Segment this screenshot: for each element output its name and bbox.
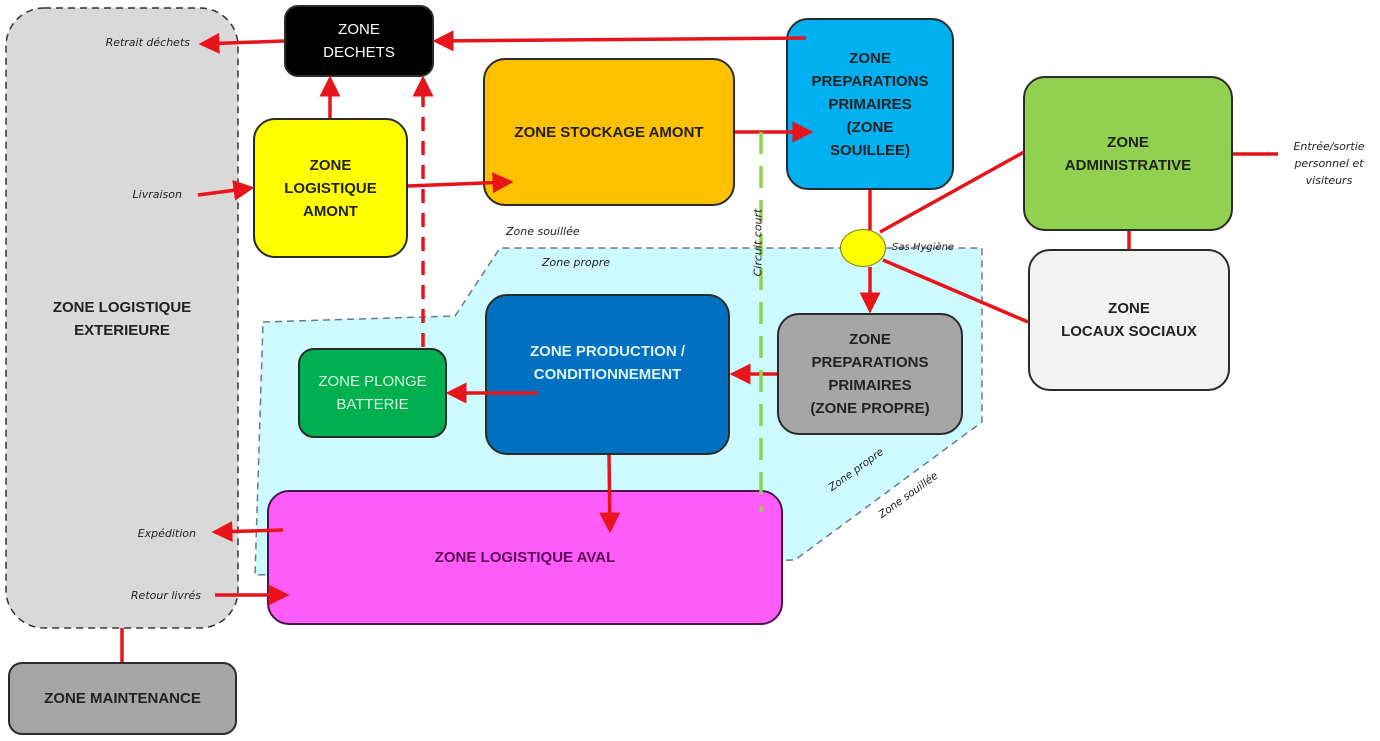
zone-preparations-souillee[interactable]: ZONE PREPARATIONS PRIMAIRES (ZONE SOUILL… xyxy=(786,18,954,190)
label-expedition: Expédition xyxy=(137,527,196,540)
zone-logistique-exterieure[interactable]: ZONE LOGISTIQUE EXTERIEURE xyxy=(52,299,192,339)
label-circuit-court: Circuit court xyxy=(751,208,765,277)
sas-hygiene-node[interactable] xyxy=(840,229,886,267)
zone-logistique-aval[interactable]: ZONE LOGISTIQUE AVAL xyxy=(267,490,783,625)
label-retour-livres: Retour livrés xyxy=(130,589,201,602)
zone-preparations-propre[interactable]: ZONE PREPARATIONS PRIMAIRES (ZONE PROPRE… xyxy=(777,313,963,435)
zone-production-conditionnement[interactable]: ZONE PRODUCTION / CONDITIONNEMENT xyxy=(485,294,730,455)
zone-dechets[interactable]: ZONE DECHETS xyxy=(284,5,434,77)
zone-stockage-amont[interactable]: ZONE STOCKAGE AMONT xyxy=(483,58,735,206)
zone-locaux-sociaux[interactable]: ZONE LOCAUX SOCIAUX xyxy=(1028,249,1230,391)
label-retrait-dechets: Retrait déchets xyxy=(105,36,190,49)
label-zone-propre-top: Zone propre xyxy=(542,256,611,269)
exterior-zone-outline xyxy=(5,7,239,629)
label-entree-sortie: Entrée/sortie personnel et visiteurs xyxy=(1293,140,1365,187)
label-zone-souillee-top: Zone souillée xyxy=(506,225,580,238)
zone-plonge-batterie[interactable]: ZONE PLONGE BATTERIE xyxy=(298,348,447,438)
zone-administrative[interactable]: ZONE ADMINISTRATIVE xyxy=(1023,76,1233,231)
zone-maintenance[interactable]: ZONE MAINTENANCE xyxy=(8,662,237,735)
zone-logistique-amont[interactable]: ZONE LOGISTIQUE AMONT xyxy=(253,118,408,258)
label-sas-hygiene: Sas Hygiène xyxy=(892,242,955,253)
label-livraison: Livraison xyxy=(132,188,182,201)
